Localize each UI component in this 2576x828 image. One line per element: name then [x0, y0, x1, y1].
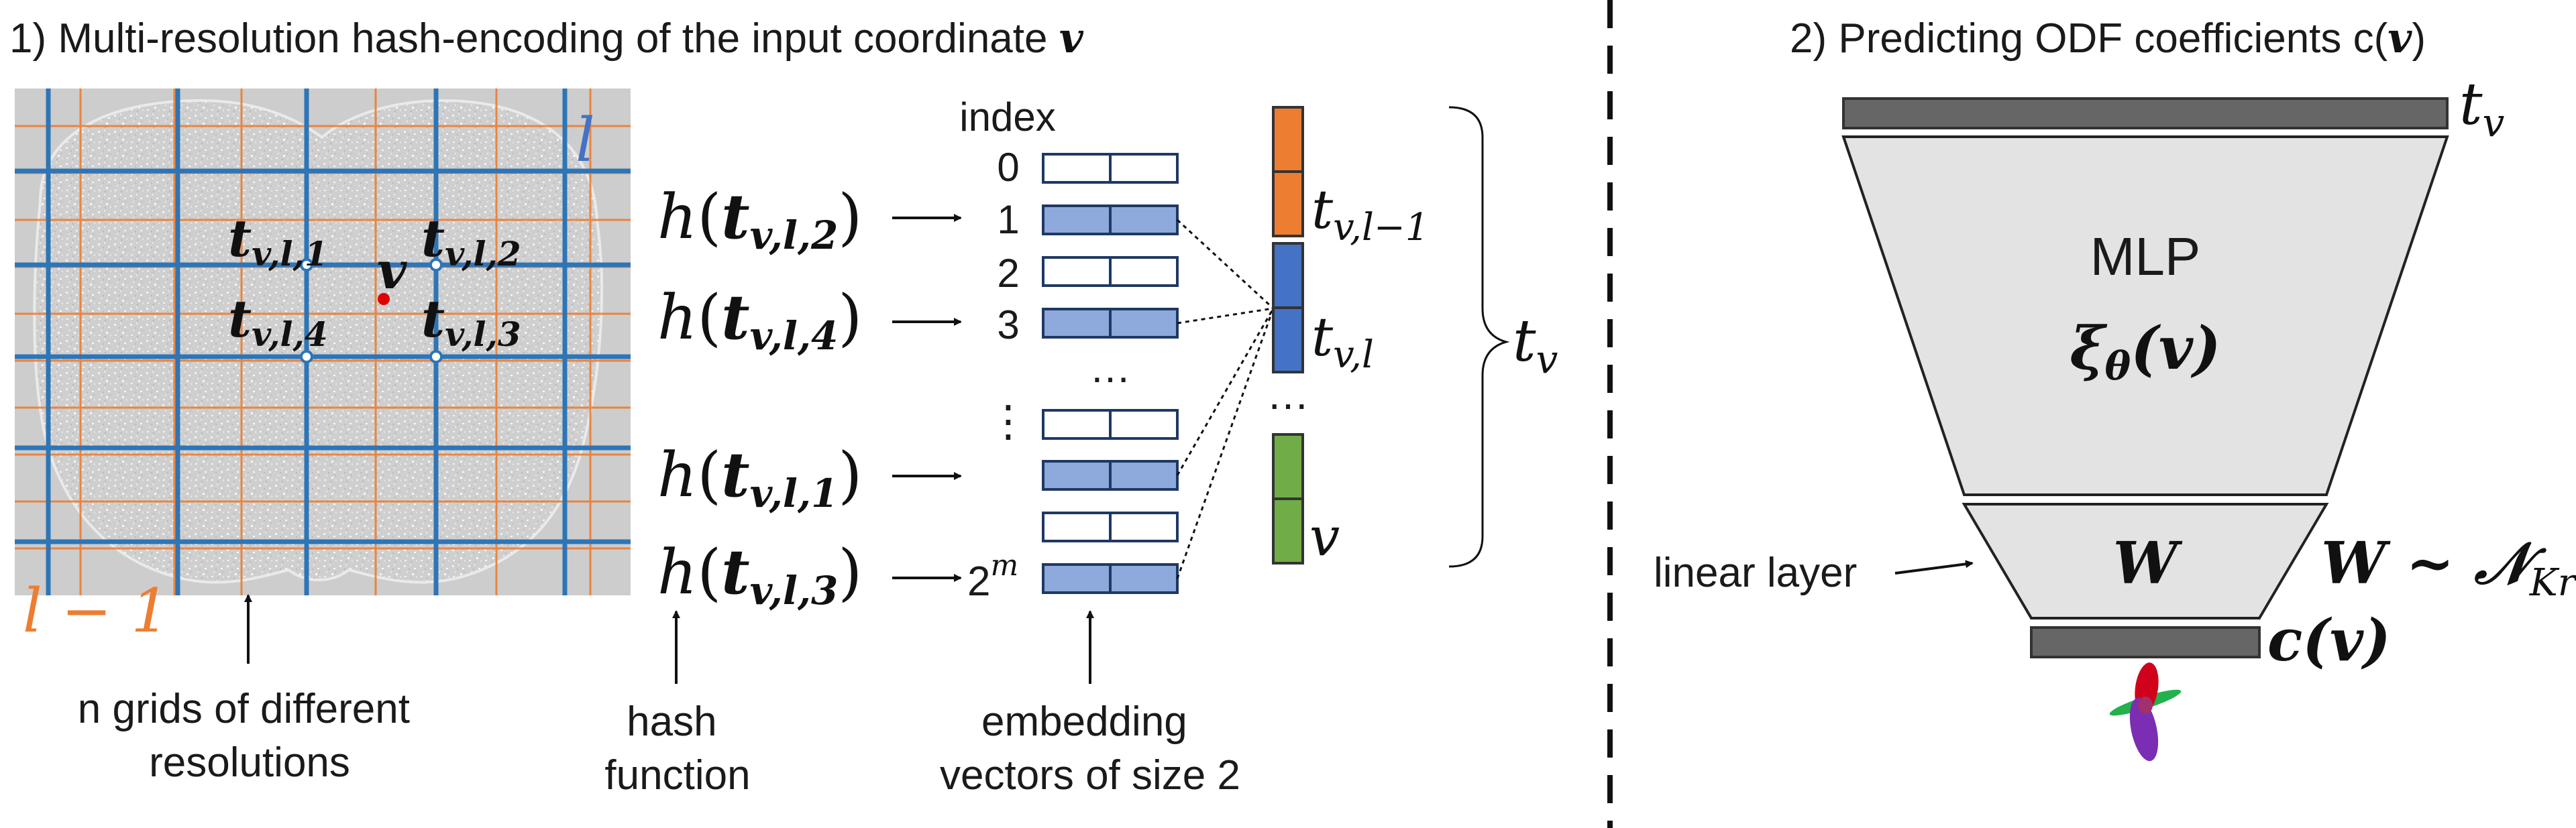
brace-label: tv — [1513, 308, 1558, 382]
table-slot-1 — [1042, 204, 1179, 235]
corner-1 — [300, 258, 313, 272]
table-slot-4 — [1042, 409, 1179, 440]
table-slot-3 — [1042, 308, 1179, 339]
index-2: 2 — [997, 251, 1019, 296]
output-label: c(v) — [2267, 607, 2391, 674]
index-header: index — [959, 95, 1055, 139]
linear-layer-arrow — [1894, 560, 1974, 575]
segment-label-fine: tv,l — [1311, 306, 1374, 377]
corner-4 — [300, 350, 313, 363]
brain-panel: tv,l,1 tv,l,2 tv,l,4 tv,l,3 v l l − 1 — [15, 88, 631, 646]
corner-label-3: tv,l,3 — [421, 289, 521, 354]
mlp-function: ξθ(v) — [2070, 313, 2220, 389]
vector-segment-input — [1272, 433, 1304, 565]
table-slot-6 — [1042, 512, 1179, 542]
table-slot-2 — [1042, 256, 1179, 287]
table-slot-0 — [1042, 153, 1179, 184]
mlp-network: tv MLP ξθ(v) W linear layer W ~ 𝒩Kr c(v) — [1654, 71, 2576, 762]
feature-vector: … tv,l−1 tv,l v tv — [1267, 106, 1558, 568]
linear-layer-weight: W — [2113, 530, 2183, 597]
linear-layer-label: linear layer — [1654, 550, 1857, 596]
table-slot-5 — [1042, 460, 1179, 491]
linear-layer — [1962, 503, 2329, 619]
grids-caption: n grids of different resolutions — [78, 686, 421, 786]
index-last: 2m — [967, 548, 1018, 605]
hash-expression-2: h(tv,l,4) — [657, 281, 862, 359]
embedding-table: index 0 1 2 3 ⋮ 2m … — [959, 95, 1275, 605]
grid-level-fine — [15, 88, 631, 595]
segment-label-input: v — [1309, 506, 1340, 568]
index-0: 0 — [997, 145, 1019, 190]
input-layer-bar — [1842, 97, 2449, 129]
input-layer-label: tv — [2459, 71, 2505, 145]
level-label-coarse: l − 1 — [23, 576, 170, 646]
output-layer-bar — [2030, 626, 2261, 658]
odf-glyph — [2109, 662, 2182, 762]
corner-3 — [429, 350, 443, 363]
vector-dots: … — [1267, 370, 1309, 418]
hash-expression-3: h(tv,l,1) — [657, 438, 862, 516]
corner-label-1: tv,l,1 — [228, 209, 328, 274]
input-point — [378, 293, 390, 305]
hash-function-inputs: h(tv,l,2) h(tv,l,4) h(tv,l,1) h(tv,l,3) — [657, 180, 962, 613]
table-ellipsis: … — [1089, 345, 1131, 392]
hash-caption: hash function — [604, 699, 750, 799]
weight-distribution: W ~ 𝒩Kr — [2321, 530, 2576, 605]
vector-segment-coarse — [1272, 106, 1304, 237]
index-vdots: ⋮ — [987, 397, 1030, 445]
cell-corner-markers — [300, 258, 443, 363]
section2-title: 2) Predicting ODF coefficients c(v) — [1790, 13, 2426, 62]
mlp-body — [1841, 135, 2449, 496]
index-1: 1 — [997, 197, 1019, 242]
point-label: v — [377, 241, 407, 300]
vector-segment-fine — [1272, 242, 1304, 373]
table-slot-7 — [1042, 563, 1179, 594]
segment-label-coarse: tv,l−1 — [1311, 178, 1429, 249]
corner-label-4: tv,l,4 — [228, 289, 328, 354]
index-3: 3 — [997, 302, 1019, 347]
table-caption: embedding vectors of size 2 — [940, 699, 1240, 799]
hash-expression-1: h(tv,l,2) — [657, 180, 862, 258]
hash-expression-4: h(tv,l,3) — [657, 536, 862, 613]
mlp-label: MLP — [2090, 227, 2201, 286]
lookup-connectors — [1176, 219, 1275, 579]
corner-2 — [429, 258, 443, 272]
feature-brace — [1448, 106, 1510, 568]
level-label-fine: l — [576, 105, 595, 176]
corner-label-2: tv,l,2 — [421, 209, 521, 274]
section1-title: 1) Multi-resolution hash-encoding of the… — [9, 13, 1084, 62]
